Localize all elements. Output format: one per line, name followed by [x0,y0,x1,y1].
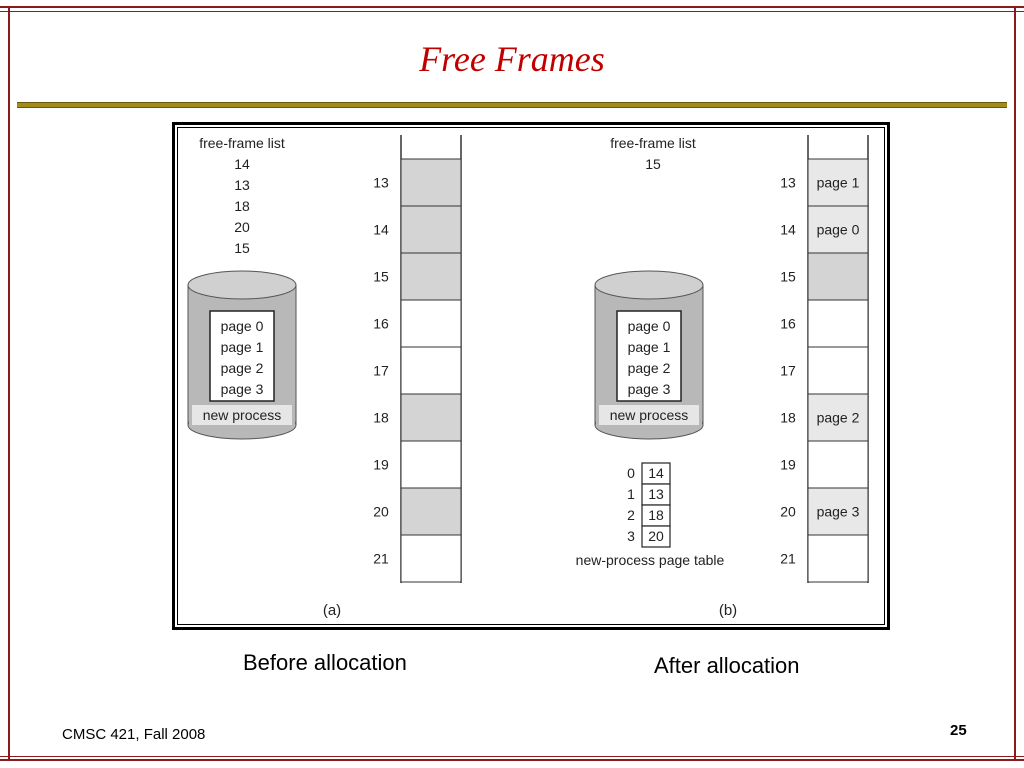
a-disk-page-0: page 0 [221,318,264,334]
b-frame-number-17: 17 [780,363,796,379]
b-frame-16 [807,299,869,348]
b-frame-18 [807,393,869,442]
a-label: (a) [323,602,341,619]
a-disk-label-bg [192,405,292,425]
a-free-frame-title: free-frame list [199,135,285,151]
a-disk-page-2: page 2 [221,360,264,376]
a-frame-number-20: 20 [373,504,389,520]
b-frame-content-20: page 3 [817,504,860,520]
b-disk-label: new process [610,407,689,423]
slide-border-top-inner [0,11,1024,12]
a-frame-number-17: 17 [373,363,389,379]
page-number: 25 [950,722,967,739]
b-frame-content-14: page 0 [817,222,860,238]
b-page-table-title: new-process page table [576,552,725,568]
b-frame-number-21: 21 [780,551,796,567]
a-frame-13 [400,158,462,207]
a-frame-18 [400,393,462,442]
b-disk-page-2: page 2 [628,360,671,376]
b-frame-number-13: 13 [780,175,796,191]
b-page-table-index-0: 0 [627,465,635,481]
slide-border-right [1014,6,1016,761]
b-page-table-index-1: 1 [627,486,635,502]
b-page-table-frame-0: 14 [648,465,664,481]
a-frame-17 [400,346,462,395]
slide-title: Free Frames [419,39,605,79]
a-frame-number-13: 13 [373,175,389,191]
b-label: (b) [719,602,737,619]
a-frame-16 [400,299,462,348]
a-free-frame-0: 14 [234,156,250,172]
b-frame-number-18: 18 [780,410,796,426]
slide-border-top [0,6,1024,8]
caption-before: Before allocation [243,650,407,675]
a-disk-label: new process [203,407,282,423]
b-disk-label-bg [599,405,699,425]
a-frame-number-21: 21 [373,551,389,567]
b-frame-19 [807,440,869,489]
b-frame-13 [807,158,869,207]
b-page-table-frame-2: 18 [648,507,664,523]
a-free-frame-1: 13 [234,177,250,193]
b-frame-14 [807,205,869,254]
b-frame-content-13: page 1 [817,175,860,191]
a-disk-page-3: page 3 [221,381,264,397]
a-disk-top [187,270,297,300]
b-frame-number-16: 16 [780,316,796,332]
b-disk-page-box [616,310,682,402]
b-frame-number-19: 19 [780,457,796,473]
title-rule [17,102,1007,108]
a-frame-19 [400,440,462,489]
a-frame-number-19: 19 [373,457,389,473]
b-frame-15 [807,252,869,301]
footer-course: CMSC 421, Fall 2008 [62,726,206,743]
a-frame-14 [400,205,462,254]
slide-border-bottom-inner [0,756,1024,757]
slide-border-left [8,6,10,761]
b-frame-content-18: page 2 [817,410,860,426]
a-free-frame-4: 15 [234,240,250,256]
b-page-table-index-2: 2 [627,507,635,523]
b-disk-top [594,270,704,300]
b-disk-page-0: page 0 [628,318,671,334]
b-page-table-frame-1: 13 [648,486,664,502]
b-page-table-frame-3: 20 [648,528,664,544]
b-disk-page-3: page 3 [628,381,671,397]
a-disk-page-1: page 1 [221,339,264,355]
b-free-frame-title: free-frame list [610,135,696,151]
b-frame-20 [807,487,869,536]
b-disk-page-1: page 1 [628,339,671,355]
b-frame-17 [807,346,869,395]
figure-inner-border [177,127,885,625]
b-frame-number-20: 20 [780,504,796,520]
b-page-table-index-3: 3 [627,528,635,544]
a-frame-21 [400,534,462,583]
a-frame-number-14: 14 [373,222,389,238]
a-disk-page-box [209,310,275,402]
a-frame-number-16: 16 [373,316,389,332]
a-frame-number-18: 18 [373,410,389,426]
a-free-frame-3: 20 [234,219,250,235]
slide-border-bottom [0,759,1024,761]
b-frame-21 [807,534,869,583]
a-free-frame-2: 18 [234,198,250,214]
b-frame-number-14: 14 [780,222,796,238]
a-frame-20 [400,487,462,536]
caption-after: After allocation [654,653,800,678]
b-free-frame-0: 15 [645,156,661,172]
a-frame-number-15: 15 [373,269,389,285]
b-page-table-cell-3 [641,525,671,548]
a-frame-15 [400,252,462,301]
b-frame-number-15: 15 [780,269,796,285]
